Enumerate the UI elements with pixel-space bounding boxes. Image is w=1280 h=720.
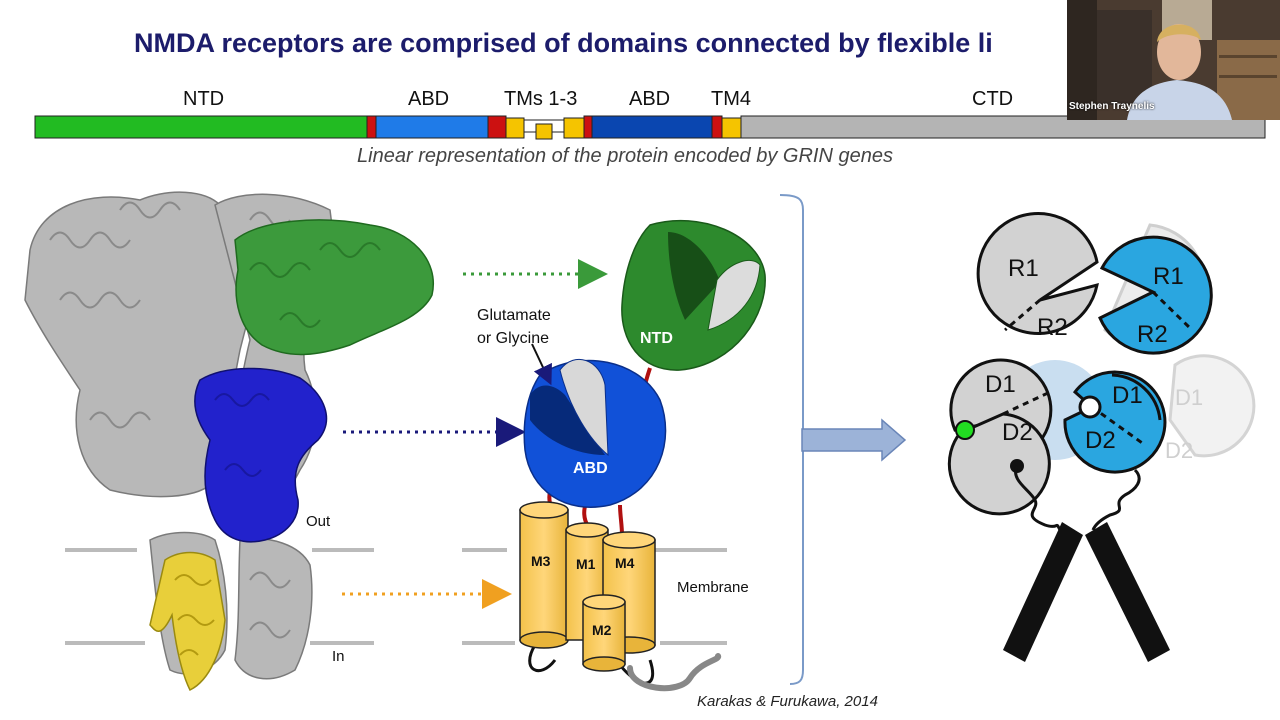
speaker-video-frame — [1067, 0, 1280, 120]
c-tail — [627, 653, 721, 692]
d1-faded-label: D1 — [1175, 385, 1203, 410]
domain-bar — [34, 115, 1266, 140]
m2-label: M2 — [592, 622, 612, 638]
tm4-label: TM4 — [711, 88, 751, 110]
blue-abd-structure — [194, 367, 328, 543]
linker-2 — [487, 115, 507, 139]
tm4-box — [721, 117, 742, 139]
membrane-lines-left — [65, 548, 727, 645]
m3-label: M3 — [531, 553, 551, 569]
out-label: Out — [306, 513, 331, 530]
r2-right-label: R2 — [1137, 321, 1168, 348]
tm-bar-right — [1085, 522, 1170, 662]
m3-helix — [519, 501, 569, 649]
membrane-label: Membrane — [677, 579, 749, 596]
in-label: In — [332, 648, 345, 665]
d1-left-label: D1 — [985, 371, 1016, 398]
r1-left-label: R1 — [1008, 255, 1039, 282]
abd2-label: ABD — [629, 88, 671, 110]
transform-arrow — [801, 418, 907, 462]
slide-title: NMDA receptors are comprised of domains … — [134, 28, 993, 58]
d2-right-label: D2 — [1085, 427, 1116, 454]
ctd-segment — [740, 115, 1266, 139]
linker-4 — [711, 115, 723, 139]
ntd-cartoon-label: NTD — [640, 330, 673, 347]
citation: Karakas & Furukawa, 2014 — [697, 693, 878, 710]
ctd-label: CTD — [972, 88, 1014, 110]
tm3-box — [563, 117, 585, 139]
r2-left-label: R2 — [1037, 314, 1068, 341]
linker-1 — [366, 115, 377, 139]
green-ntd-structure — [234, 219, 435, 356]
white-ligand-dot — [1078, 395, 1102, 419]
r-left-disk — [976, 212, 1099, 335]
abd2-segment — [591, 115, 713, 139]
d1-right-label: D1 — [1112, 382, 1143, 409]
m1-label: M1 — [576, 556, 596, 572]
abd-cartoon-label: ABD — [573, 460, 608, 477]
m2-helix — [582, 594, 626, 672]
m4-label: M4 — [615, 555, 635, 571]
tm-bar-left — [1003, 522, 1083, 662]
ligand-pointer — [531, 343, 552, 386]
ligand-label: Glutamate or Glycine — [477, 307, 555, 347]
tms-label: TMs 1-3 — [504, 88, 578, 110]
linker-3 — [583, 115, 593, 139]
yellow-tm-helices — [149, 551, 226, 692]
r1-right-label: R1 — [1153, 263, 1184, 290]
tm2-box — [535, 123, 553, 140]
ntd-label: NTD — [183, 88, 225, 110]
abd1-segment — [375, 115, 489, 139]
d2-left-label: D2 — [1002, 419, 1033, 446]
domain-bar-caption: Linear representation of the protein enc… — [357, 145, 893, 167]
cartoon-diagram: NTD ABD Glutamate or Glycine — [477, 219, 766, 692]
green-ligand-dot — [955, 420, 975, 440]
speaker-name: Stephen Traynelis — [1069, 101, 1155, 112]
crystal-structure — [24, 191, 727, 692]
bracket — [779, 194, 804, 685]
d2-faded-label: D2 — [1165, 438, 1193, 463]
schematic-diagram: D1 D2 R1 R2 R1 R2 D1 D2 D1 D2 — [947, 212, 1256, 662]
tm1-box — [505, 117, 525, 139]
abd1-label: ABD — [408, 88, 450, 110]
speaker-video: Stephen Traynelis — [1067, 0, 1280, 120]
ntd-segment — [34, 115, 368, 139]
